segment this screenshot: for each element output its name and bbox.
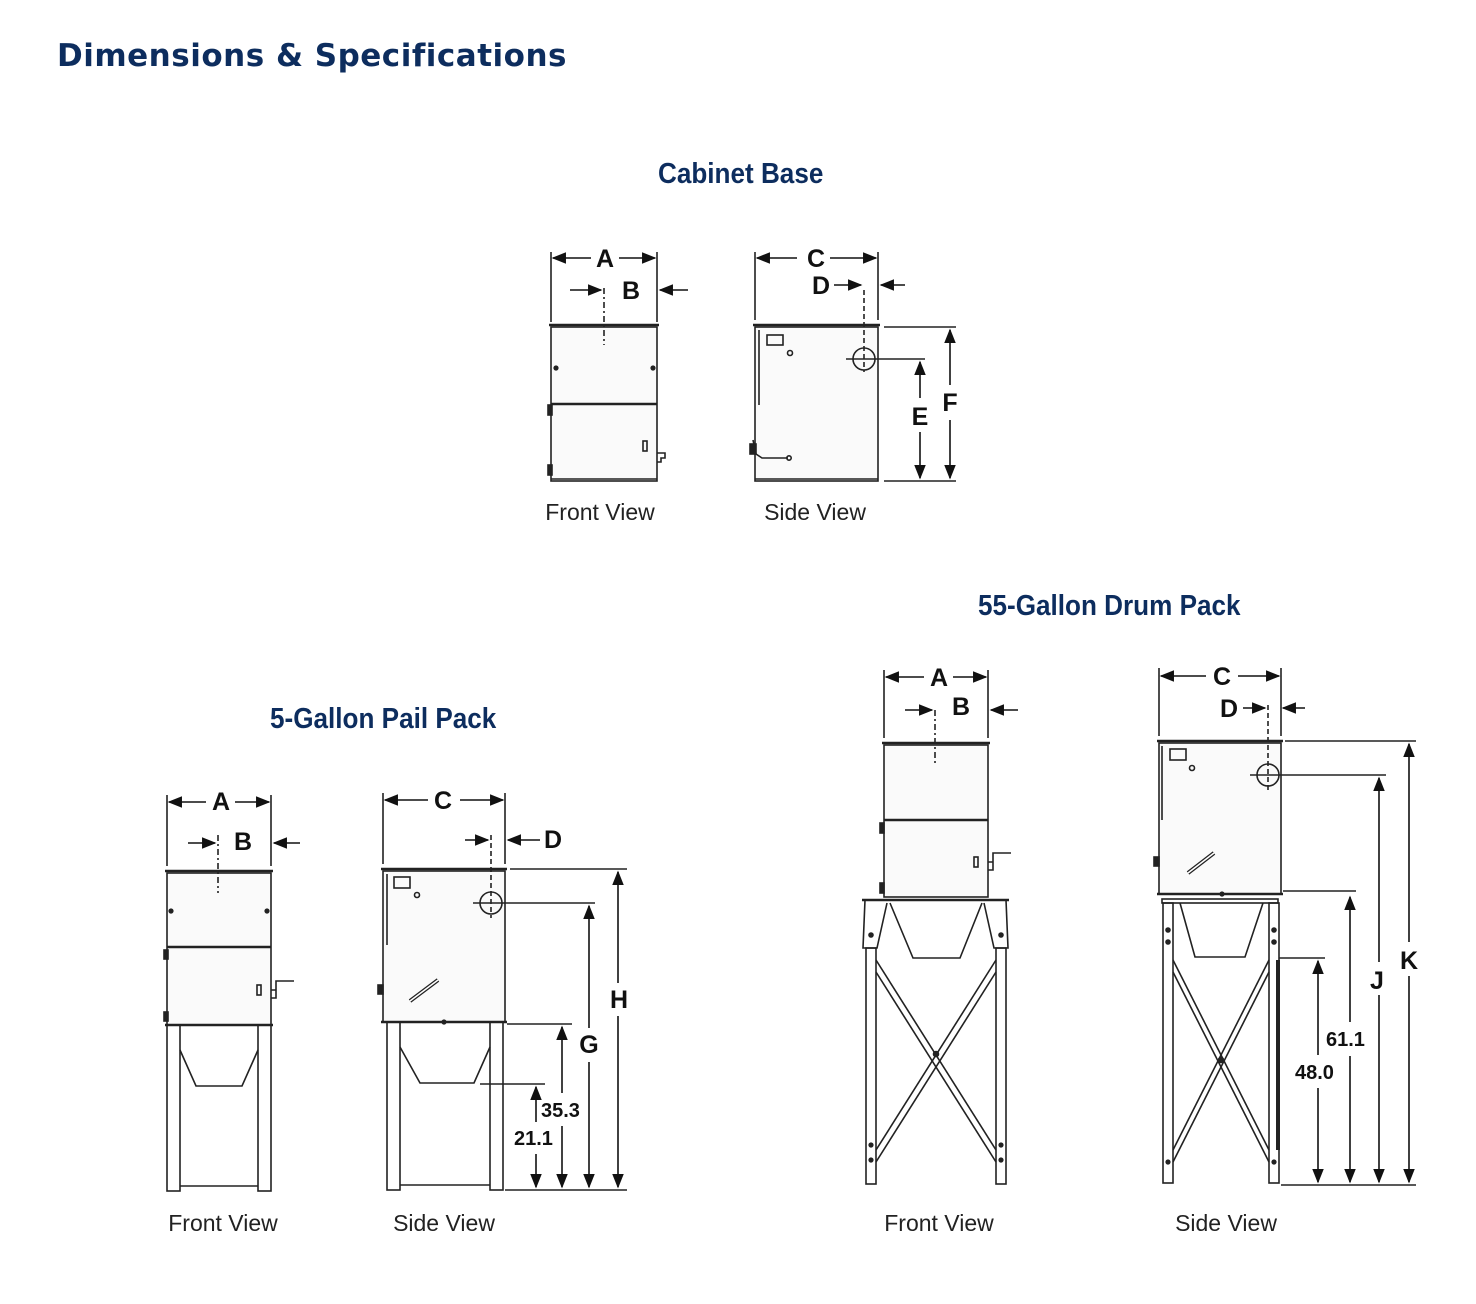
drum-side-value-48-0: 48.0 bbox=[1295, 1062, 1334, 1084]
cabinet-side-view bbox=[749, 252, 956, 482]
pail-front-caption: Front View bbox=[168, 1210, 278, 1236]
cabinet-base-title: Cabinet Base bbox=[658, 158, 824, 190]
drum-side-caption: Side View bbox=[1175, 1210, 1277, 1236]
pail-pack-title: 5-Gallon Pail Pack bbox=[270, 703, 497, 735]
pail-front-label-b: B bbox=[234, 828, 252, 856]
cabinet-side-label-f: F bbox=[942, 389, 957, 417]
cabinet-side-label-c: C bbox=[807, 245, 825, 273]
cabinet-front-caption: Front View bbox=[545, 499, 655, 525]
drum-front-label-a: A bbox=[930, 664, 948, 692]
pail-side-label-h: H bbox=[610, 986, 628, 1014]
cabinet-front-label-a: A bbox=[596, 245, 614, 273]
pail-side-label-g: G bbox=[579, 1031, 598, 1059]
pail-front-label-a: A bbox=[212, 788, 230, 816]
cabinet-side-label-e: E bbox=[912, 403, 929, 431]
drum-side-label-j: J bbox=[1370, 967, 1384, 995]
drum-front-view bbox=[862, 670, 1018, 1185]
drum-side-view bbox=[1153, 668, 1416, 1186]
pail-side-view bbox=[377, 793, 627, 1191]
pail-front-view bbox=[163, 795, 300, 1192]
drum-side-label-c: C bbox=[1213, 663, 1231, 691]
drum-side-value-61-1: 61.1 bbox=[1326, 1029, 1365, 1051]
cabinet-front-view bbox=[547, 252, 688, 482]
pail-side-value-21-1: 21.1 bbox=[514, 1128, 553, 1150]
drum-side-label-d: D bbox=[1220, 695, 1238, 723]
cabinet-side-caption: Side View bbox=[764, 499, 866, 525]
drum-front-label-b: B bbox=[952, 693, 970, 721]
page-title: Dimensions & Specifications bbox=[57, 38, 567, 74]
pail-side-caption: Side View bbox=[393, 1210, 495, 1236]
drum-pack-title: 55-Gallon Drum Pack bbox=[978, 590, 1241, 622]
pail-side-label-c: C bbox=[434, 787, 452, 815]
drum-side-label-k: K bbox=[1400, 947, 1418, 975]
cabinet-side-label-d: D bbox=[812, 272, 830, 300]
drum-front-caption: Front View bbox=[884, 1210, 994, 1236]
pail-side-value-35-3: 35.3 bbox=[541, 1100, 580, 1122]
pail-side-label-d: D bbox=[544, 826, 562, 854]
cabinet-front-label-b: B bbox=[622, 277, 640, 305]
